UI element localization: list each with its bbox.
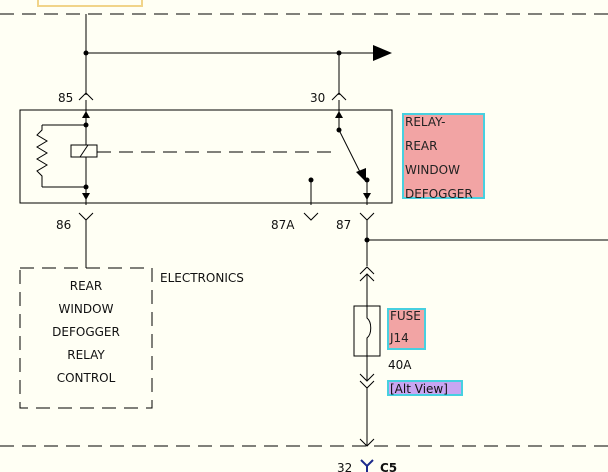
relay-label-box[interactable]: RELAY- REAR WINDOW DEFOGGER xyxy=(402,113,485,201)
pin-86-chevron xyxy=(78,212,94,221)
connector-pin-label: 32 xyxy=(337,461,353,472)
coil-bottom-dot xyxy=(83,184,89,190)
pin-85-label: 85 xyxy=(58,91,74,105)
pin-87-label: 87 xyxy=(336,218,352,232)
electronics-label: ELECTRONICS xyxy=(160,271,244,285)
switch-common-arrow xyxy=(335,111,343,118)
alt-view-link[interactable]: [Alt View] xyxy=(387,380,463,396)
relay-label-line-2: REAR xyxy=(405,139,438,153)
pin-87-chevron xyxy=(359,212,375,221)
relay-box xyxy=(19,109,393,204)
connector-name-label: C5 xyxy=(380,461,398,472)
relay-label-line-1: RELAY- xyxy=(405,115,446,129)
control-module-box xyxy=(19,267,153,409)
relay-label-line-4: DEFOGGER xyxy=(405,187,473,201)
pin-85-chevron xyxy=(78,92,94,101)
fuse-in-chevron-1 xyxy=(359,266,375,275)
coil-bottom-arrow xyxy=(82,193,90,200)
switch-blade xyxy=(338,129,363,177)
relay-label-line-3: WINDOW xyxy=(405,163,460,177)
fuse-out-chevron-1 xyxy=(359,373,375,382)
pin-87a-chevron xyxy=(303,212,319,221)
coil-top-arrow xyxy=(82,111,90,118)
fuse-label-line-1: FUSE xyxy=(390,309,421,323)
fuse-out-chevron-2 xyxy=(359,380,375,389)
fuse-label-box[interactable]: FUSE J14 xyxy=(387,308,426,350)
control-label-line-2: WINDOW xyxy=(58,302,114,316)
upstream-component-box xyxy=(37,0,143,7)
control-module-label: REAR WINDOW DEFOGGER RELAY CONTROL xyxy=(20,275,152,390)
coil-symbol-slash xyxy=(79,144,89,158)
control-label-line-4: RELAY xyxy=(67,348,105,362)
pin-30-chevron xyxy=(331,92,347,101)
fuse-label-line-2: J14 xyxy=(390,331,409,345)
connector-chevron xyxy=(359,438,375,447)
connector-c5-symbol xyxy=(360,459,374,468)
control-label-line-3: DEFOGGER xyxy=(52,325,120,339)
control-label-line-5: CONTROL xyxy=(56,371,116,385)
fuse-rating: 40A xyxy=(388,358,412,372)
pin-87a-label: 87A xyxy=(271,218,295,232)
continuation-arrow xyxy=(373,45,392,61)
pin-86-label: 86 xyxy=(56,218,72,232)
control-label-line-1: REAR xyxy=(69,279,103,293)
alt-view-label: [Alt View] xyxy=(390,382,448,396)
fuse-element xyxy=(366,306,372,356)
pin-30-label: 30 xyxy=(310,91,326,105)
coil-resistor xyxy=(36,125,48,187)
contact-87-arrow xyxy=(363,193,371,200)
switch-blade-head xyxy=(356,168,366,182)
